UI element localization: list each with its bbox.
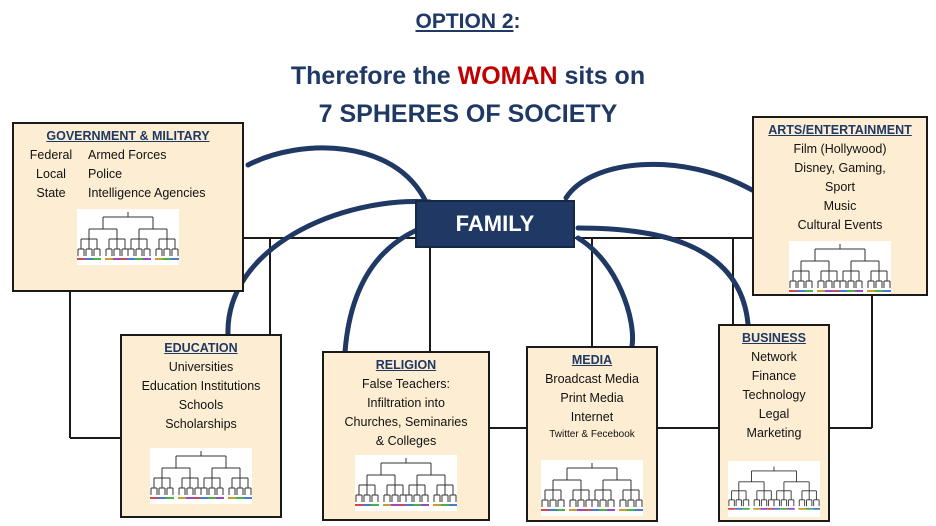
option-suffix: : — [513, 10, 521, 33]
org-tree-icon — [355, 455, 457, 511]
list-item: Armed Forces — [88, 148, 167, 162]
list-item: Universities — [168, 360, 234, 374]
sphere-title: EDUCATION — [164, 341, 238, 355]
org-tree-icon — [789, 241, 891, 294]
org-tree-icon — [150, 448, 252, 504]
sphere-business: BUSINESS Network Finance Technology Lega… — [718, 324, 830, 522]
list-item: Sport — [825, 180, 855, 194]
list-item: Infiltration into — [367, 396, 445, 410]
title-accent-woman: WOMAN — [457, 62, 558, 90]
sphere-arts-entertainment: ARTS/ENTERTAINMENT Film (Hollywood) Disn… — [752, 116, 928, 296]
arc-arts — [563, 161, 755, 201]
sphere-title: ARTS/ENTERTAINMENT — [768, 123, 912, 137]
title-line-1: Therefore the WOMAN sits on — [0, 62, 936, 91]
list-item: False Teachers: — [361, 377, 450, 391]
list-item: Film (Hollywood) — [793, 142, 887, 156]
arc-media — [575, 235, 636, 349]
list-item: Police — [88, 167, 123, 181]
arc-education — [225, 199, 433, 338]
list-item: & Colleges — [375, 434, 437, 448]
list-item: Internet — [570, 410, 614, 424]
list-item: Broadcast Media — [545, 372, 639, 386]
list-item: Scholarships — [165, 417, 237, 431]
title-post: sits on — [557, 62, 646, 90]
sphere-title: GOVERNMENT & MILITARY — [46, 129, 210, 143]
list-item: Technology — [742, 388, 806, 402]
list-item: Network — [751, 350, 797, 364]
list-item: Finance — [751, 369, 797, 383]
list-item: Print Media — [560, 391, 624, 405]
sphere-education: EDUCATION Universities Education Institu… — [120, 334, 282, 518]
list-item: Cultural Events — [797, 218, 883, 232]
list-item: Twitter & Fecebook — [549, 429, 635, 440]
list-item: Marketing — [746, 426, 802, 440]
list-item: Schools — [178, 398, 224, 412]
arc-government — [245, 145, 429, 205]
list-item: State — [36, 186, 66, 200]
list-item: Local — [36, 167, 66, 181]
sphere-title: BUSINESS — [742, 331, 806, 345]
arc-business — [575, 225, 751, 327]
sphere-government: GOVERNMENT & MILITARY Federal Local Stat… — [12, 122, 244, 292]
government-col-2: Armed Forces Police Intelligence Agencie… — [88, 146, 205, 203]
title-pre: Therefore the — [290, 62, 458, 90]
option-heading: OPTION 2: — [0, 10, 936, 34]
org-tree-icon — [77, 209, 179, 265]
sphere-religion: RELIGION False Teachers: Infiltration in… — [322, 351, 490, 521]
list-item: Legal — [758, 407, 790, 421]
list-item: Disney, Gaming, — [794, 161, 886, 175]
option-label: OPTION 2 — [415, 10, 514, 33]
sphere-title: MEDIA — [571, 353, 613, 367]
government-col-1: Federal Local State — [26, 146, 88, 203]
org-tree-icon — [541, 460, 643, 516]
title-line-2: 7 SPHERES OF SOCIETY — [318, 100, 618, 128]
list-item: Churches, Seminaries — [344, 415, 468, 429]
list-item: Education Institutions — [141, 379, 261, 393]
government-columns: Federal Local State Armed Forces Police … — [14, 146, 242, 203]
family-box: FAMILY — [415, 200, 575, 248]
sphere-title: RELIGION — [375, 358, 437, 372]
list-item: Music — [823, 199, 857, 213]
org-tree-icon — [728, 461, 820, 517]
list-item: Federal — [29, 148, 73, 162]
sphere-media: MEDIA Broadcast Media Print Media Intern… — [526, 346, 658, 522]
list-item: Intelligence Agencies — [88, 186, 206, 200]
